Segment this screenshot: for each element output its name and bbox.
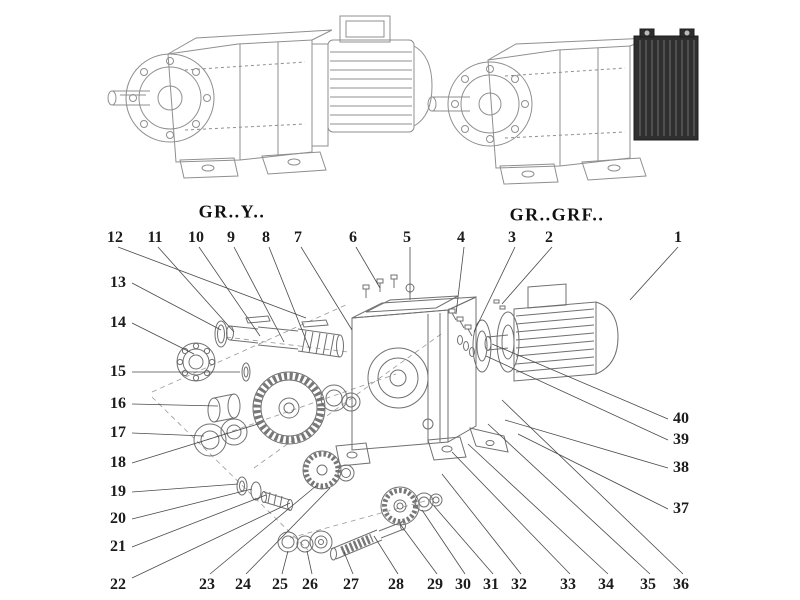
callout-7: 7 (294, 229, 302, 246)
callout-3: 3 (508, 229, 516, 246)
callout-10: 10 (188, 229, 204, 246)
callout-38: 38 (673, 459, 689, 476)
callout-27: 27 (343, 576, 359, 593)
output-shaft-drawing (277, 486, 443, 561)
assembled-view-right-drawing (427, 28, 699, 185)
electric-motor-drawing (484, 283, 619, 382)
input-shaft-drawing (226, 315, 344, 358)
callout-18: 18 (110, 454, 126, 471)
callout-25: 25 (272, 576, 288, 593)
seals-bearings-drawing (176, 320, 251, 457)
callout-1: 1 (674, 229, 682, 246)
callout-31: 31 (483, 576, 499, 593)
callout-29: 29 (427, 576, 443, 593)
callout-16: 16 (110, 395, 126, 412)
callout-11: 11 (147, 229, 163, 246)
callout-23: 23 (199, 576, 215, 593)
callout-37: 37 (673, 500, 689, 517)
callout-24: 24 (235, 576, 251, 593)
finned-cover-drawing (633, 28, 699, 141)
callout-14: 14 (110, 314, 126, 331)
gear-housing-drawing (335, 295, 509, 467)
callout-17: 17 (110, 424, 126, 441)
callout-28: 28 (388, 576, 404, 593)
leader-lines (117, 246, 684, 579)
callout-30: 30 (455, 576, 471, 593)
callout-35: 35 (640, 576, 656, 593)
callout-12: 12 (107, 229, 123, 246)
callout-20: 20 (110, 510, 126, 527)
callout-36: 36 (673, 576, 689, 593)
large-gear-drawing (252, 371, 361, 445)
motor-bolts-drawing (448, 299, 506, 357)
callout-39: 39 (673, 431, 689, 448)
housing-bolts-drawing (362, 274, 415, 300)
pinion-shaft-drawing (236, 450, 355, 511)
callout-33: 33 (560, 576, 576, 593)
callout-5: 5 (403, 229, 411, 246)
model-label-gr-grf: GR..GRF.. (509, 204, 605, 225)
callout-19: 19 (110, 483, 126, 500)
exploded-view-drawing (151, 274, 619, 561)
callout-13: 13 (110, 274, 126, 291)
callout-15: 15 (110, 363, 126, 380)
callout-2: 2 (545, 229, 553, 246)
callout-34: 34 (598, 576, 614, 593)
callout-22: 22 (110, 576, 126, 593)
callout-9: 9 (227, 229, 235, 246)
callout-32: 32 (511, 576, 527, 593)
callout-6: 6 (349, 229, 357, 246)
callout-21: 21 (110, 538, 126, 555)
callout-8: 8 (262, 229, 270, 246)
callout-40: 40 (673, 410, 689, 427)
callout-4: 4 (457, 229, 465, 246)
assembled-view-left-drawing (107, 15, 433, 179)
callout-26: 26 (302, 576, 318, 593)
model-label-gr-y: GR..Y.. (198, 201, 266, 222)
assembly-axis-lines (151, 303, 445, 551)
